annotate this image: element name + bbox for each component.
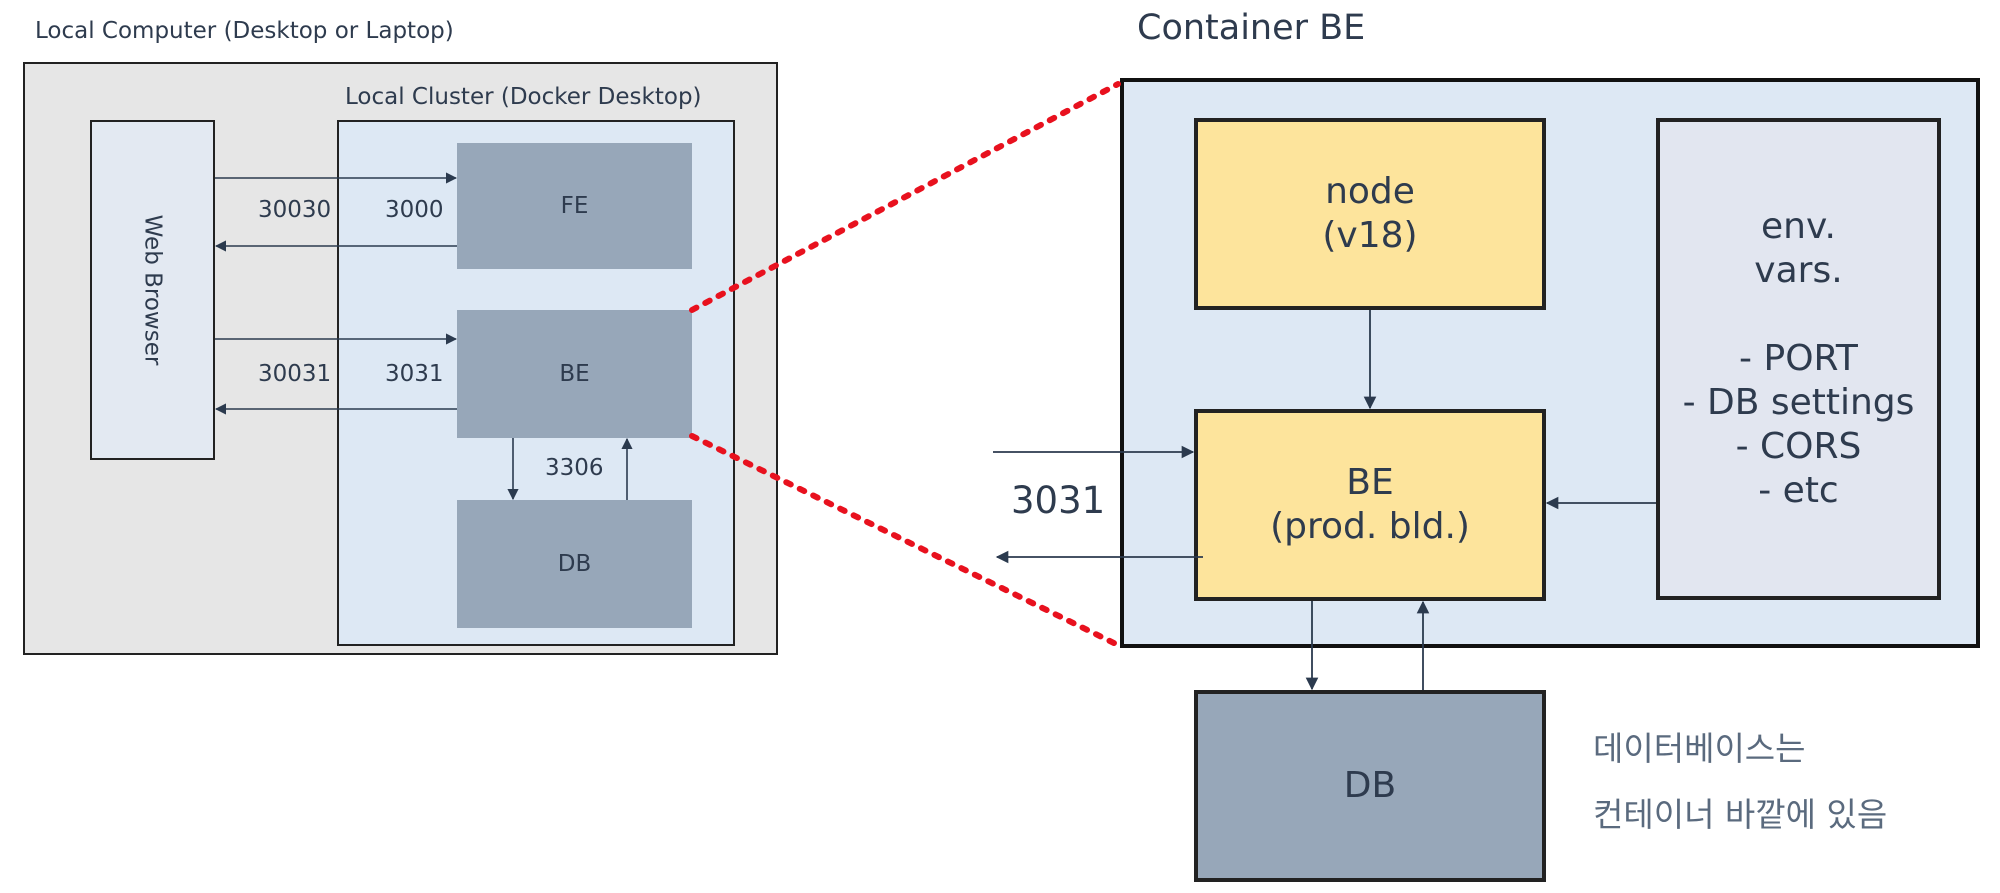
db-note-line2: 컨테이너 바깥에 있음	[1593, 795, 1888, 834]
port-fe-external: 30030	[258, 197, 332, 223]
web-browser-label: Web Browser	[139, 214, 166, 366]
web-browser-box[interactable]: Web Browser	[90, 120, 215, 460]
port-be-internal: 3031	[385, 361, 444, 387]
port-be-external: 30031	[258, 361, 332, 387]
container-port-label: 3031	[1011, 479, 1106, 522]
port-fe-internal: 3000	[385, 197, 444, 223]
container-be-title: Container BE	[1137, 8, 1366, 48]
node-box[interactable]: node (v18)	[1194, 118, 1546, 310]
local-computer-title: Local Computer (Desktop or Laptop)	[35, 18, 454, 44]
external-db-box[interactable]: DB	[1194, 690, 1546, 882]
db-service-box[interactable]: DB	[457, 500, 692, 628]
db-note-line1: 데이터베이스는	[1593, 729, 1806, 768]
be-service-box[interactable]: BE	[457, 310, 692, 438]
port-db: 3306	[545, 455, 604, 481]
be-prod-box[interactable]: BE (prod. bld.)	[1194, 409, 1546, 601]
env-vars-box[interactable]: env. vars. - PORT - DB settings - CORS -…	[1656, 118, 1941, 600]
local-cluster-title: Local Cluster (Docker Desktop)	[345, 84, 702, 110]
fe-service-box[interactable]: FE	[457, 143, 692, 269]
